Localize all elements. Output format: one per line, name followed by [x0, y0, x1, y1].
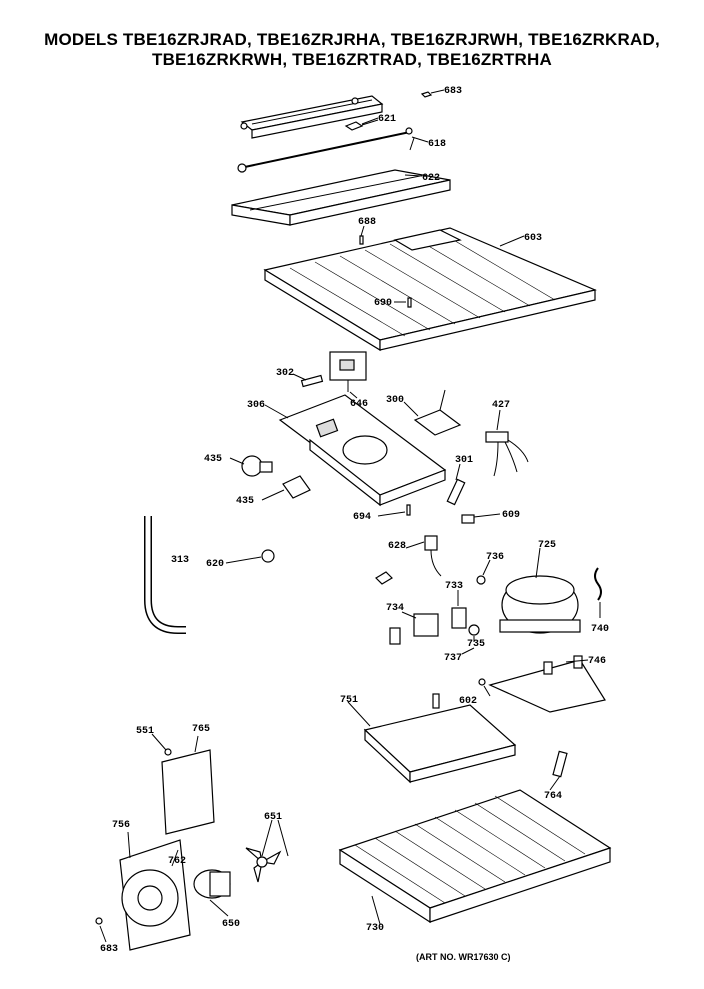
label-683: 683: [444, 86, 462, 97]
label-651: 651: [264, 812, 282, 823]
label-301: 301: [455, 455, 473, 466]
part-618-rod: [237, 127, 415, 173]
label-622: 622: [422, 173, 440, 184]
part-651-fan-blade: [245, 847, 282, 883]
label-300: 300: [386, 395, 404, 406]
part-735-cover: [468, 624, 480, 636]
label-650: 650: [222, 919, 240, 930]
label-646: 646: [350, 399, 368, 410]
models-title-line-2: TBE16ZRKRWH, TBE16ZRTRAD, TBE16ZRTRHA: [151, 50, 552, 69]
part-690-screw: [407, 297, 412, 308]
part-683-screw-top: [420, 91, 433, 98]
part-620-cap: [261, 549, 275, 563]
label-734: 734: [386, 603, 404, 614]
label-756: 756: [112, 820, 130, 831]
part-313-drain-tube: [144, 516, 186, 634]
label-628: 628: [388, 541, 406, 552]
part-302-fuse: [300, 374, 324, 388]
label-435-bulb: 435: [204, 454, 222, 465]
part-740-clip: [594, 567, 602, 601]
label-725: 725: [538, 540, 556, 551]
part-646-thermostat: [329, 351, 367, 392]
art-number: (ART NO. WR17630 C): [416, 952, 511, 962]
part-435-socket: [282, 475, 311, 499]
part-551-screw: [164, 748, 172, 756]
label-740: 740: [591, 624, 609, 635]
label-762: 762: [168, 856, 186, 867]
part-number-labels: 683 621 618 622 688 603 690 302 646 306 …: [100, 86, 609, 955]
label-551: 551: [136, 726, 154, 737]
label-618: 618: [428, 139, 446, 150]
part-427-connector: [485, 431, 529, 477]
label-313: 313: [171, 555, 189, 566]
part-730-condenser: [338, 789, 612, 924]
part-756-fan-bracket: [119, 839, 191, 951]
label-621: 621: [378, 114, 396, 125]
part-603-shelf: [263, 227, 597, 352]
label-609: 609: [502, 510, 520, 521]
label-306: 306: [247, 400, 265, 411]
part-306-housing: [278, 394, 447, 507]
part-765-shroud: [161, 749, 215, 835]
label-764: 764: [544, 791, 562, 802]
part-621-bracket: [240, 95, 384, 139]
part-746-base-plate: [488, 655, 606, 713]
part-609-clip: [461, 514, 475, 524]
label-730: 730: [366, 923, 384, 934]
label-603: 603: [524, 233, 542, 244]
part-622-tray: [231, 169, 451, 226]
label-746: 746: [588, 656, 606, 667]
label-620: 620: [206, 559, 224, 570]
part-764-clamp: [552, 750, 568, 778]
part-628-cord: [375, 535, 442, 585]
label-765: 765: [192, 724, 210, 735]
leader-lines: [99, 89, 601, 943]
part-736-clip: [476, 575, 486, 585]
label-302: 302: [276, 368, 294, 379]
label-736: 736: [486, 552, 504, 563]
part-602-screw: [478, 678, 486, 686]
label-694: 694: [353, 512, 371, 523]
part-734-overload: [389, 613, 439, 645]
label-751: 751: [340, 695, 358, 706]
label-602: 602: [459, 696, 477, 707]
models-title-line-1: MODELS TBE16ZRJRAD, TBE16ZRJRHA, TBE16ZR…: [44, 30, 660, 49]
part-751-drain-pan: [363, 693, 517, 784]
part-725-compressor: [499, 575, 581, 634]
part-733-relay: [451, 607, 467, 629]
label-690: 690: [374, 298, 392, 309]
label-435-socket: 435: [236, 496, 254, 507]
part-694-screw: [406, 504, 411, 516]
part-621-clip: [344, 119, 379, 131]
label-427: 427: [492, 400, 510, 411]
label-688: 688: [358, 217, 376, 228]
label-733: 733: [445, 581, 463, 592]
part-683-screw-bottom: [95, 917, 103, 925]
part-300-switch: [413, 389, 462, 436]
part-301-plug: [446, 478, 466, 506]
part-650-fan-motor: [193, 869, 231, 899]
label-735: 735: [467, 639, 485, 650]
label-683-bottom: 683: [100, 944, 118, 955]
part-688-screw: [359, 235, 364, 245]
part-435-bulb: [241, 455, 273, 477]
label-737: 737: [444, 653, 462, 664]
